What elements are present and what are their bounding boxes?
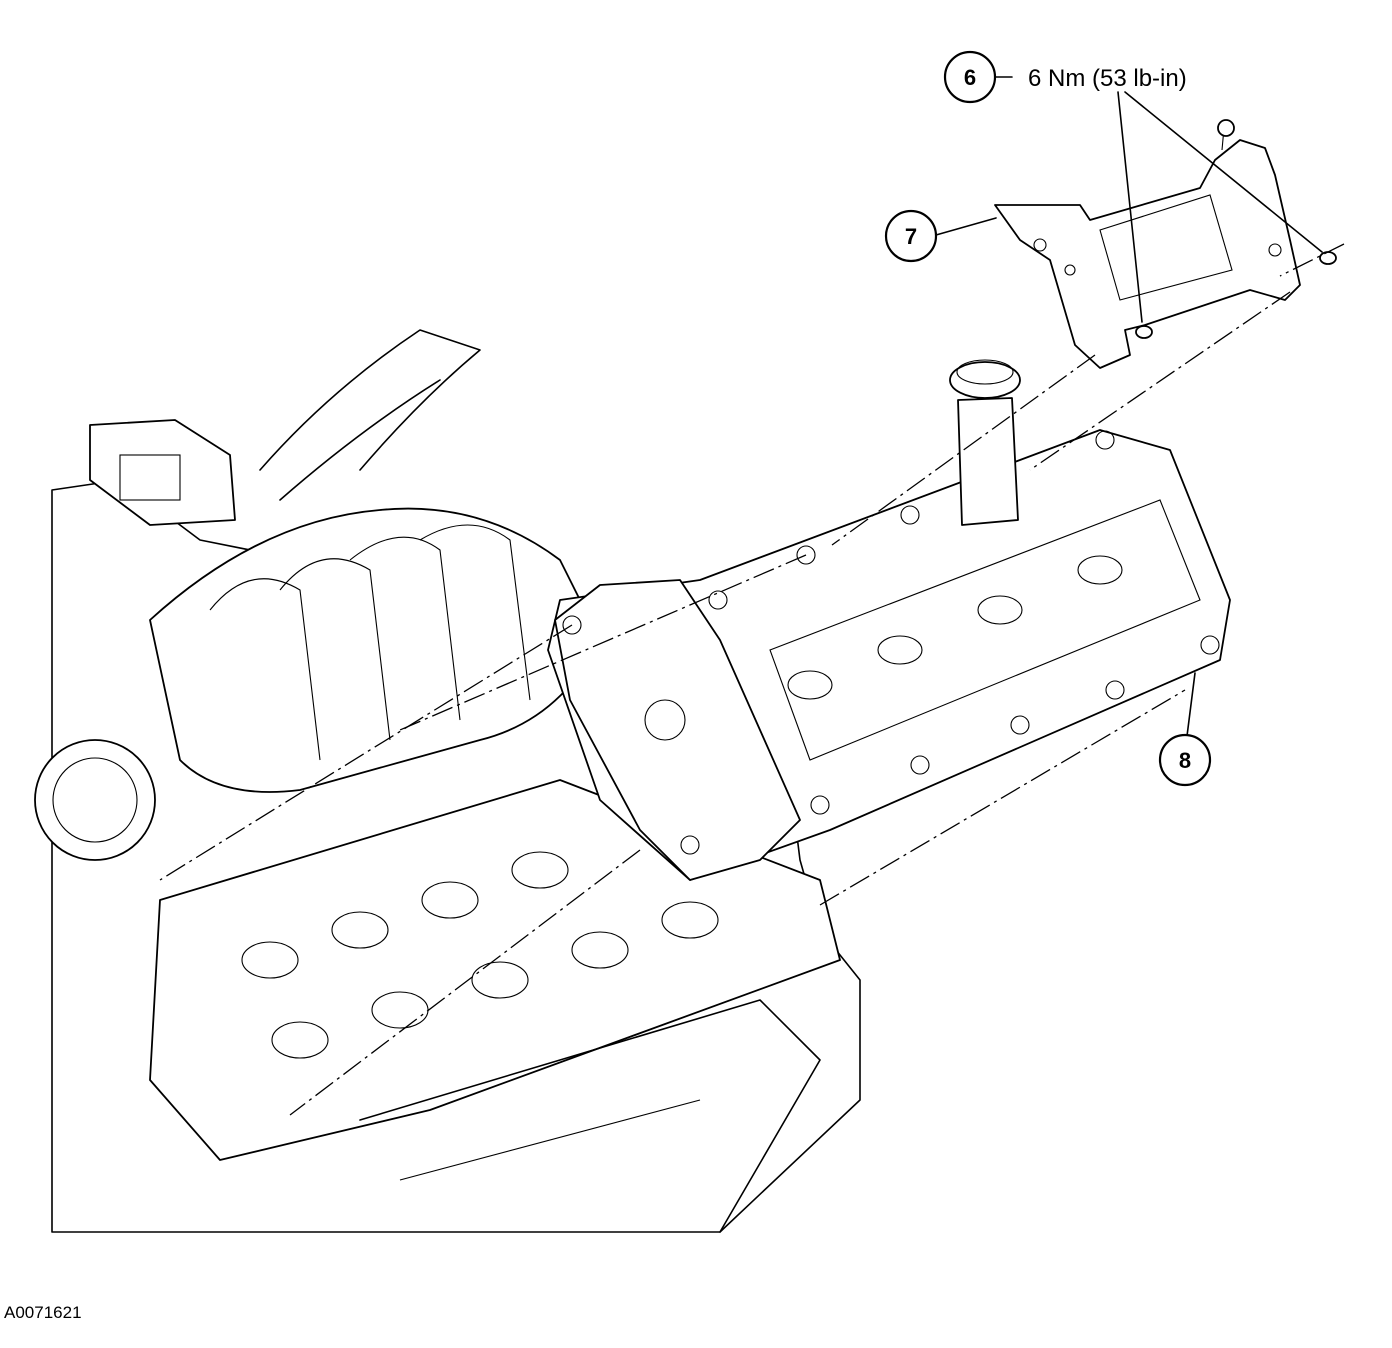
callout-6: 6: [943, 50, 997, 104]
torque-spec: 6 Nm (53 lb-in): [1028, 65, 1187, 92]
valve-cover: [547, 359, 1231, 881]
callout-8-number: 8: [1179, 748, 1191, 773]
callout-6-number: 6: [964, 65, 976, 90]
figure-reference-code: A0071621: [4, 1303, 82, 1322]
bracket: [994, 119, 1301, 369]
leader-line-6a: [1117, 91, 1143, 323]
nuts: [1135, 251, 1337, 339]
callout-8: 8: [1158, 733, 1212, 787]
coil-wells-lower: [241, 851, 719, 1059]
valve-cover-ribs: [787, 555, 1123, 700]
valve-cover-bolts: [562, 430, 1220, 855]
engine-assembly: [34, 329, 861, 1233]
callout-7-number: 7: [905, 224, 917, 249]
leader-line-6b: [1124, 91, 1323, 253]
leader-line-8: [1186, 672, 1196, 737]
leader-line-7: [935, 217, 997, 236]
alignment-lines: [159, 243, 1345, 1116]
callout-7: 7: [884, 209, 938, 263]
